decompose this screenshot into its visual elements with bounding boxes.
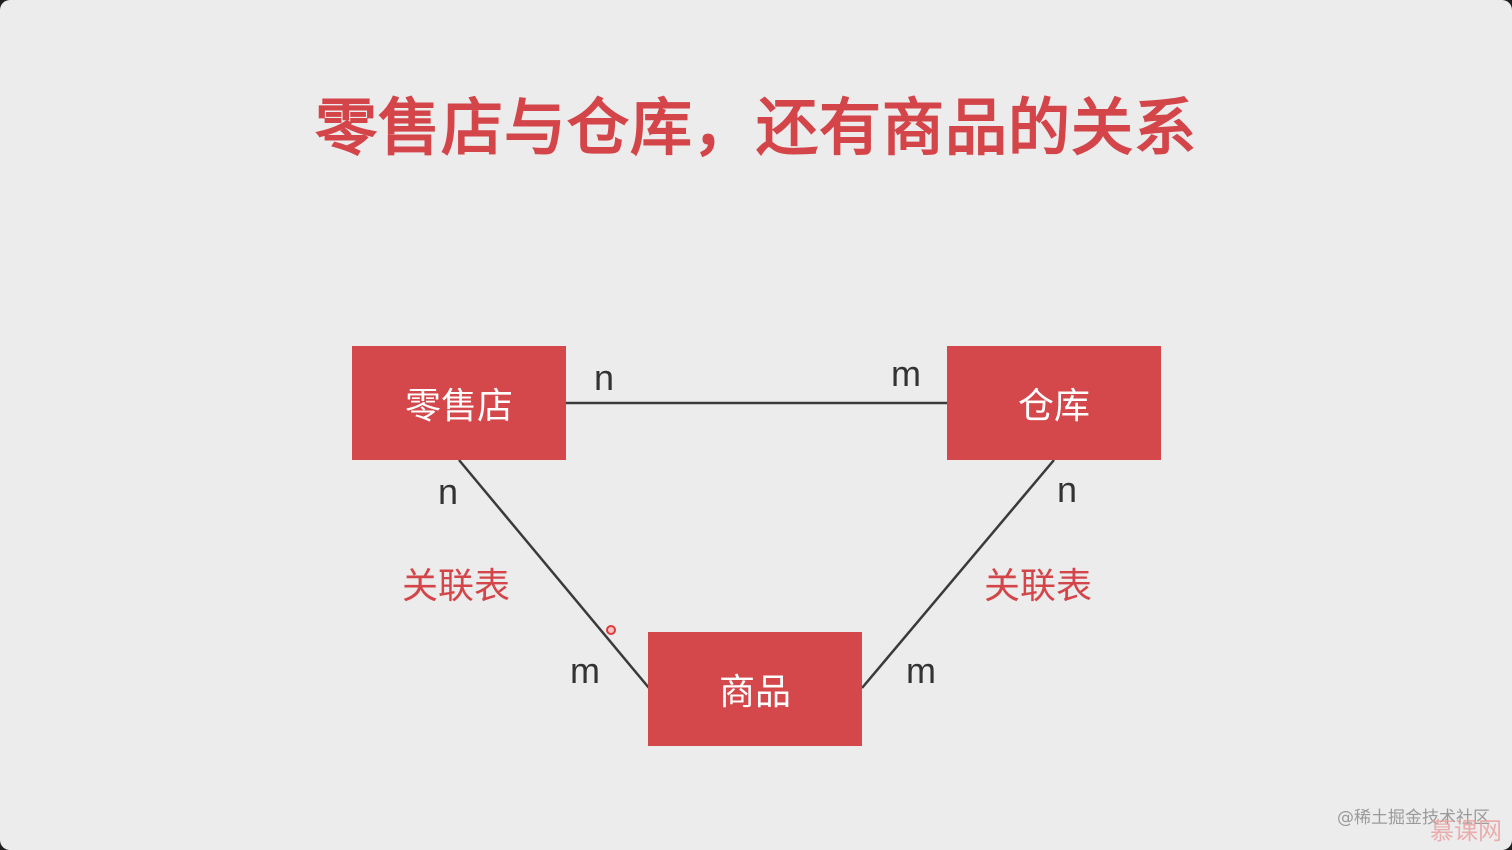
watermark: @稀土掘金技术社区 xyxy=(1337,808,1490,828)
entity-warehouse: 仓库 xyxy=(947,346,1161,460)
cardinality-store-product-store: n xyxy=(438,471,459,512)
edge-store-product xyxy=(458,459,650,689)
relationship-label-left: 关联表 xyxy=(402,566,511,607)
slide-title: 零售店与仓库，还有商品的关系 xyxy=(314,91,1197,164)
entity-warehouse-label: 仓库 xyxy=(1017,386,1090,427)
relationship-label-right: 关联表 xyxy=(984,566,1093,607)
cardinality-store-product-product: m xyxy=(570,650,600,691)
entity-store-label: 零售店 xyxy=(404,386,513,427)
cardinality-store-warehouse-store: n xyxy=(594,357,615,398)
cardinality-warehouse-product-product: m xyxy=(906,650,936,691)
edge-warehouse-product xyxy=(861,459,1055,689)
cardinality-store-warehouse-warehouse: m xyxy=(891,353,921,394)
brand-logo: 慕课网 xyxy=(1430,817,1502,845)
entity-product: 商品 xyxy=(648,632,862,746)
cardinality-warehouse-product-warehouse: n xyxy=(1057,469,1078,510)
entity-store: 零售店 xyxy=(352,346,566,460)
cursor-indicator-icon xyxy=(606,625,616,635)
entity-product-label: 商品 xyxy=(718,672,791,713)
